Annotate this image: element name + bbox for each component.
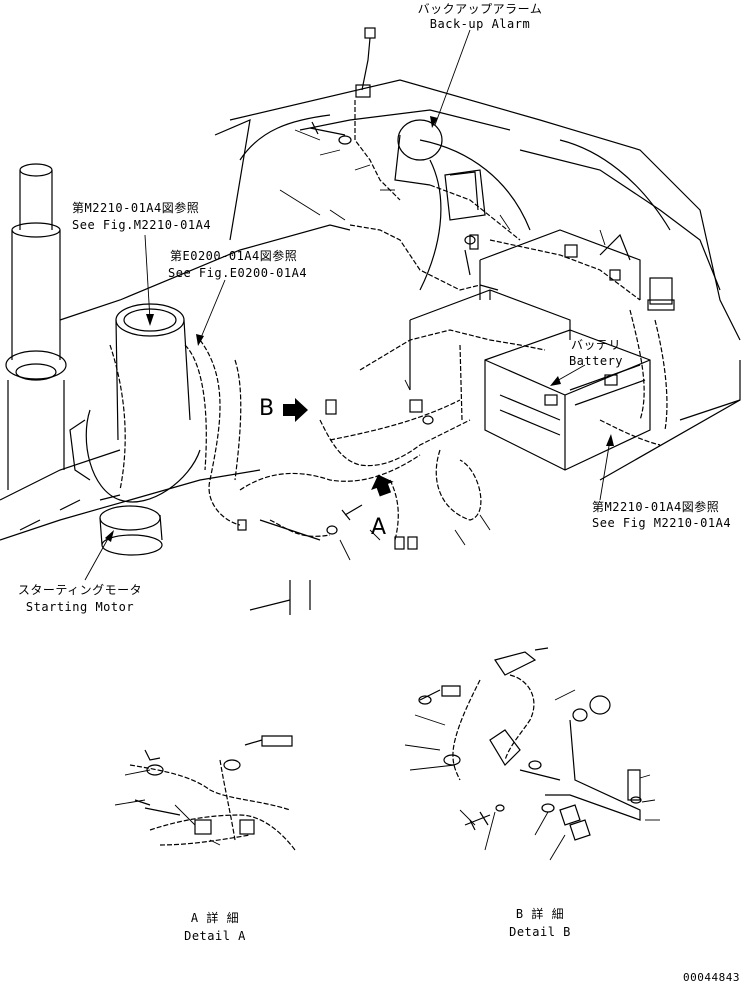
detail-a-drawing	[114, 735, 296, 851]
battery-box	[409, 229, 651, 471]
ref3-label-jp: 第M2210-01A4図参照	[592, 500, 720, 514]
starting-motor-label-en: Starting Motor	[25, 600, 135, 614]
engine-body	[0, 79, 741, 615]
exhaust-pipe	[0, 163, 121, 501]
wire-harness	[109, 100, 668, 541]
backup-alarm-label-jp: バックアップアラーム	[417, 2, 543, 16]
backup-alarm-device	[394, 119, 675, 311]
ref1-label-en: See Fig.M2210-01A4	[72, 218, 212, 232]
marker-a: A	[371, 515, 387, 540]
ref3-label-en: See Fig M2210-01A4	[592, 516, 732, 530]
battery-label-jp: バッテリ	[570, 338, 621, 352]
detail-b-drawing	[404, 647, 660, 861]
leader-lines	[84, 29, 614, 581]
detail-b-title-en: Detail B	[509, 925, 571, 939]
connectors	[237, 27, 621, 550]
backup-alarm-label-en: Back-up Alarm	[429, 17, 531, 31]
detail-b-title-jp: B 詳 細	[515, 907, 565, 921]
marker-b: B	[259, 396, 275, 421]
drawing-number: 00044843	[683, 971, 740, 984]
arrow-a	[371, 474, 394, 497]
starting-motor-label-jp: スターティングモータ	[17, 583, 143, 597]
detail-a-title-jp: A 詳 細	[190, 911, 240, 925]
starter-motor	[69, 303, 201, 556]
ref2-label-jp: 第E0200-01A4図参照	[170, 249, 298, 263]
battery-label-en: Battery	[568, 354, 624, 368]
arrow-b	[283, 398, 308, 422]
ref1-label-jp: 第M2210-01A4図参照	[72, 201, 200, 215]
ref2-label-en: See Fig.E0200-01A4	[168, 266, 308, 280]
detail-a-title-en: Detail A	[184, 929, 246, 943]
